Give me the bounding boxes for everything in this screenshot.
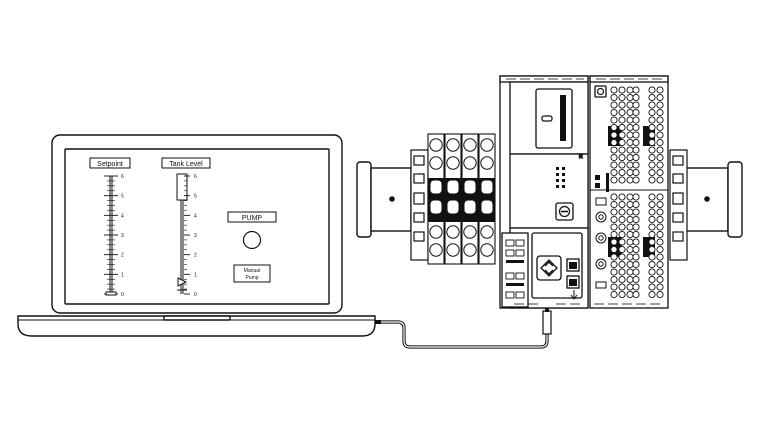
din-rail-icon (356, 161, 743, 238)
setpoint-label: Setpoint (97, 161, 123, 168)
tank-level-tick-label: 6 (194, 174, 197, 180)
screw-terminal (480, 138, 494, 152)
tank-level-tick-label: 1 (194, 272, 197, 278)
pump-label: PUMP (242, 215, 263, 222)
pump-indicator: PUMP (227, 211, 277, 250)
screw-terminal (446, 138, 460, 152)
manual-pump-label-line2: Pump (245, 275, 258, 281)
module-badge-icon (594, 85, 607, 98)
tank-level-marker (177, 277, 188, 287)
io-module-icon (589, 75, 669, 309)
terminal-end-plate-right (669, 149, 688, 261)
terminal-end-plate (410, 149, 429, 261)
svg-text:R: R (579, 154, 583, 160)
screw-terminal (463, 138, 477, 152)
usb-port-icon (375, 320, 381, 324)
setpoint-tick-label: 6 (121, 174, 124, 180)
setpoint-tick-label: 0 (121, 292, 124, 298)
tank-level-tick-label: 0 (194, 292, 197, 298)
tank-level-bulb (176, 173, 188, 201)
sd-card-slot-icon (541, 115, 553, 122)
laptop-screen (64, 148, 330, 305)
network-cable-icon (381, 305, 552, 349)
screw-terminal (463, 156, 477, 170)
terminal-block-icon (427, 133, 496, 265)
pump-label-box (227, 211, 277, 223)
screw-terminal (429, 138, 443, 152)
screw-terminal (480, 225, 494, 239)
setpoint-tick-label: 3 (121, 233, 124, 239)
screw-terminal (429, 156, 443, 170)
manual-pump-button[interactable]: Manual Pump (233, 264, 271, 283)
tank-level-label: Tank Level (169, 161, 203, 168)
setpoint-label-box (89, 157, 131, 169)
setpoint-slider-thumb[interactable] (105, 291, 117, 296)
plc-cpu-icon: R (499, 75, 589, 309)
screw-terminal (463, 225, 477, 239)
pump-status-lamp (242, 230, 262, 250)
rj45-plug-icon (542, 310, 552, 335)
tank-level-gauge: 6 5 4 3 2 1 0 (176, 173, 197, 298)
screw-terminal (446, 225, 460, 239)
io-terminal-grid (610, 86, 664, 299)
manual-pump-label-line1: Manual (244, 268, 260, 274)
setpoint-tick-label: 1 (121, 272, 124, 278)
tank-level-tick-label: 5 (194, 194, 197, 200)
status-led-icon (556, 167, 565, 188)
screw-terminal (446, 243, 460, 257)
screw-terminal (480, 243, 494, 257)
setpoint-tick-label: 4 (121, 213, 124, 219)
laptop-base (17, 315, 376, 337)
setpoint-tick-label: 2 (121, 253, 124, 259)
tank-level-tick-label: 3 (194, 233, 197, 239)
plc-logo-icon (536, 255, 562, 281)
tank-level-widget: Tank Level 6 5 4 3 2 1 0 (161, 157, 211, 298)
tank-level-tick-label: 2 (194, 253, 197, 259)
screw-terminal (480, 156, 494, 170)
setpoint-tick-label: 5 (121, 194, 124, 200)
setpoint-slider[interactable]: 6 5 4 3 2 1 0 (104, 174, 124, 298)
screw-terminal (446, 156, 460, 170)
screw-terminal (429, 225, 443, 239)
screw-terminal (463, 243, 477, 257)
tank-level-tick-label: 4 (194, 213, 197, 219)
screw-terminal (429, 243, 443, 257)
tank-level-label-box (161, 157, 211, 169)
setpoint-widget: Setpoint 6 5 4 3 2 1 0 (89, 157, 131, 298)
